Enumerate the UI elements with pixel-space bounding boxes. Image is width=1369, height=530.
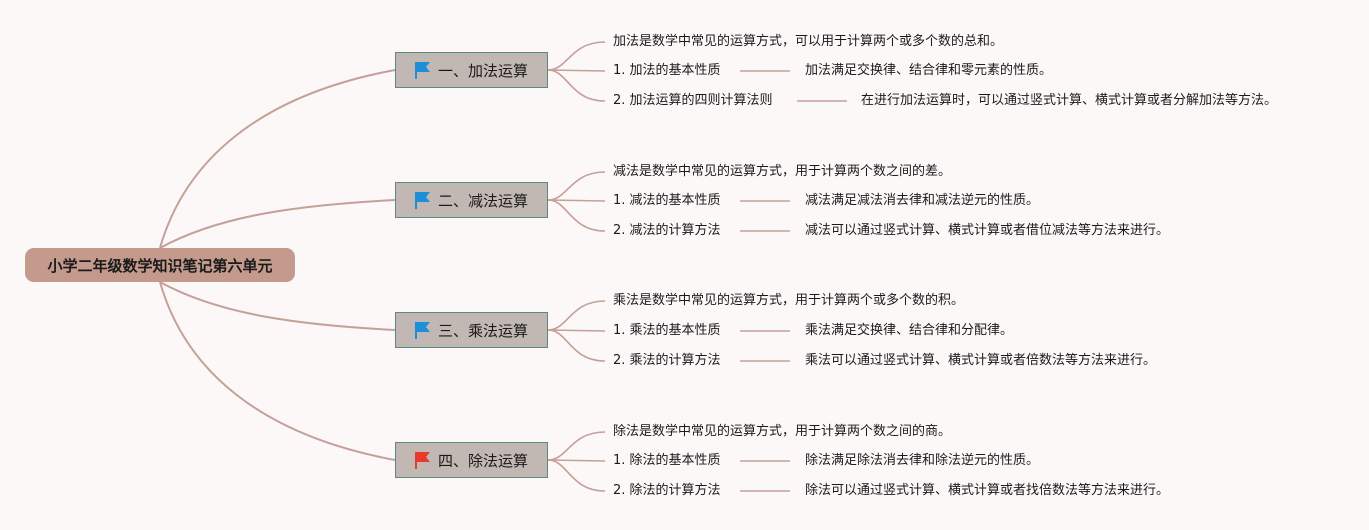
branch-addition-item-1-detail[interactable]: 加法满足交换律、结合律和零元素的性质。 [805, 63, 1053, 78]
connector-b3-intro [547, 300, 606, 331]
connector-b3-item1 [547, 329, 606, 332]
red-flag-icon [415, 452, 430, 469]
blue-flag-icon [415, 62, 430, 79]
connector-b3-item2 [547, 329, 606, 362]
branch-addition-intro[interactable]: 加法是数学中常见的运算方式，可以用于计算两个或多个数的总和。 [613, 34, 1004, 49]
connector-b2-item2 [547, 199, 606, 232]
connector-b4-item1 [547, 459, 606, 462]
branch-subtraction-item-1-detail[interactable]: 减法满足减法消去律和减法逆元的性质。 [805, 193, 1040, 208]
blue-flag-icon [415, 322, 430, 339]
branch-multiplication-item-2-title[interactable]: 2. 乘法的计算方法 [613, 353, 721, 368]
blue-flag-icon [415, 192, 430, 209]
root-topic-label: 小学二年级数学知识笔记第六单元 [47, 256, 273, 275]
branch-addition-item-1-title[interactable]: 1. 加法的基本性质 [613, 63, 721, 78]
branch-subtraction-intro[interactable]: 减法是数学中常见的运算方式，用于计算两个数之间的差。 [613, 164, 952, 179]
branch-division-item-1-detail[interactable]: 除法满足除法消去律和除法逆元的性质。 [805, 453, 1040, 468]
branch-label: 二、减法运算 [438, 191, 529, 210]
branch-division-item-2-title[interactable]: 2. 除法的计算方法 [613, 483, 721, 498]
connector-root-branch-2 [159, 199, 396, 249]
branch-division-item-1-title[interactable]: 1. 除法的基本性质 [613, 453, 721, 468]
branch-multiplication-item-2-detail[interactable]: 乘法可以通过竖式计算、横式计算或者倍数法等方法来进行。 [805, 353, 1157, 368]
branch-subtraction-item-1-title[interactable]: 1. 减法的基本性质 [613, 193, 721, 208]
branch-subtraction[interactable]: 二、减法运算 [395, 182, 548, 218]
connector-b1-item2 [547, 69, 606, 102]
connector-b2-item1 [547, 199, 606, 202]
branch-division-intro[interactable]: 除法是数学中常见的运算方式，用于计算两个数之间的商。 [613, 424, 952, 439]
branch-subtraction-item-2-detail[interactable]: 减法可以通过竖式计算、横式计算或者借位减法等方法来进行。 [805, 223, 1170, 238]
connector-root-branch-3 [159, 281, 396, 331]
branch-multiplication-item-1-title[interactable]: 1. 乘法的基本性质 [613, 323, 721, 338]
connector-b2-intro [547, 171, 606, 201]
branch-multiplication-intro[interactable]: 乘法是数学中常见的运算方式，用于计算两个或多个数的积。 [613, 293, 965, 308]
connector-b4-item2 [547, 459, 606, 492]
connector-b1-item1 [547, 69, 606, 72]
connector-root-branch-1 [159, 69, 396, 249]
connector-b4-intro [547, 431, 606, 461]
branch-multiplication[interactable]: 三、乘法运算 [395, 312, 548, 348]
root-topic[interactable]: 小学二年级数学知识笔记第六单元 [25, 248, 295, 282]
branch-label: 四、除法运算 [438, 451, 529, 470]
branch-addition-item-2-title[interactable]: 2. 加法运算的四则计算法则 [613, 93, 773, 108]
connector-root-branch-4 [159, 281, 396, 461]
branch-multiplication-item-1-detail[interactable]: 乘法满足交换律、结合律和分配律。 [805, 323, 1014, 338]
branch-addition-item-2-detail[interactable]: 在进行加法运算时，可以通过竖式计算、横式计算或者分解加法等方法。 [861, 93, 1278, 108]
branch-addition[interactable]: 一、加法运算 [395, 52, 548, 88]
branch-division[interactable]: 四、除法运算 [395, 442, 548, 478]
branch-label: 三、乘法运算 [438, 321, 529, 340]
branch-division-item-2-detail[interactable]: 除法可以通过竖式计算、横式计算或者找倍数法等方法来进行。 [805, 483, 1170, 498]
branch-label: 一、加法运算 [438, 61, 529, 80]
connector-b1-intro [547, 41, 606, 71]
branch-subtraction-item-2-title[interactable]: 2. 减法的计算方法 [613, 223, 721, 238]
